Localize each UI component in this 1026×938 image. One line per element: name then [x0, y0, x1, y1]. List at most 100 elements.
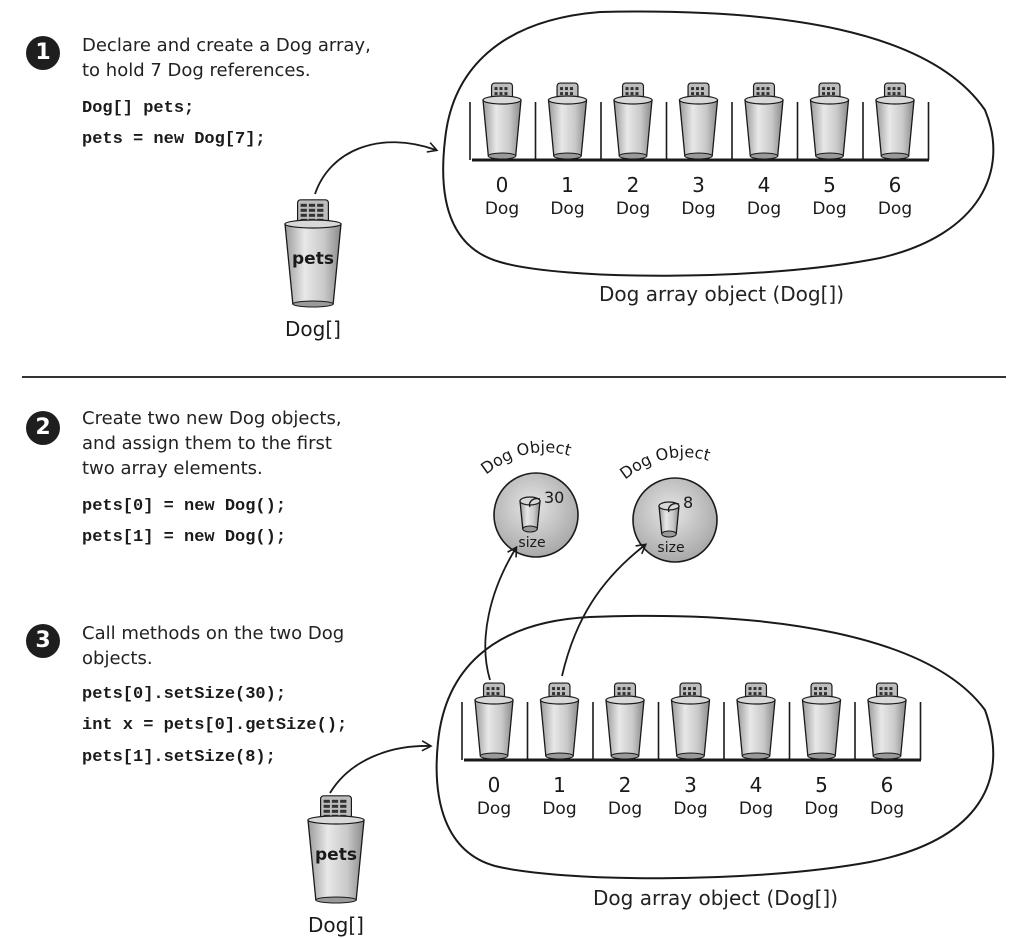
array-element-type-label: Dog [673, 799, 707, 819]
cup-icon [678, 99, 719, 157]
cup-icon [539, 699, 580, 757]
step-1-description-line: to hold 7 Dog references. [82, 60, 311, 81]
cup-icon [744, 99, 784, 157]
size-field-label: size [657, 540, 684, 556]
array-index-label: 3 [684, 773, 697, 797]
dog-object-title: Dog Object [477, 437, 573, 478]
size-field-label: size [518, 535, 545, 551]
array-index-label: 5 [823, 173, 836, 197]
array-element-type-label: Dog [739, 799, 773, 819]
array-element-type-label: Dog [550, 199, 584, 219]
dog-objects: Dog Object 30 size Dog Object 8 size [477, 437, 718, 563]
variable-name-label: pets [315, 845, 357, 865]
step-2-description-line: Create two new Dog objects, [82, 408, 342, 429]
array-element-type-label: Dog [542, 799, 576, 819]
array-element-type-label: Dog [681, 199, 715, 219]
step-3-code-line: int x = pets[0].getSize(); [82, 716, 348, 735]
array-element-type-label: Dog [812, 199, 846, 219]
array-element-type-label: Dog [870, 799, 904, 819]
variable-name-label: pets [292, 249, 334, 269]
step-2-code-line: pets[1] = new Dog(); [82, 528, 287, 547]
array-index-label: 4 [750, 773, 763, 797]
cup-icon [809, 99, 850, 157]
array-index-label: 6 [889, 173, 902, 197]
step-2-description-line: two array elements. [82, 458, 263, 479]
array-index-label: 0 [496, 173, 509, 197]
dog-object-0: Dog Object 30 size [477, 437, 579, 558]
cup-icon [613, 99, 653, 157]
step-3-code-line: pets[0].setSize(30); [82, 685, 287, 704]
cup-icon [605, 699, 645, 757]
size-value-label: 8 [683, 493, 693, 512]
cup-icon [736, 699, 776, 757]
dog-object-1: Dog Object 8 size [616, 442, 718, 563]
array-index-label: 0 [488, 773, 501, 797]
element-1-reference-arrow [561, 543, 648, 677]
element-0-reference-arrow [484, 545, 518, 681]
array-caption-2: Dog array object (Dog[]) [593, 886, 839, 910]
pets-reference-arrow-2 [329, 740, 433, 794]
step-2-description-line: and assign them to the first [82, 433, 332, 454]
step-1-code-line: pets = new Dog[7]; [82, 130, 266, 149]
array-index-label: 2 [619, 773, 632, 797]
cup-icon [867, 699, 907, 757]
step-1-description: Declare and create a Dog array, to hold … [82, 33, 371, 83]
cup-icon [875, 99, 915, 157]
array-index-label: 3 [692, 173, 705, 197]
array-element-type-label: Dog [485, 199, 519, 219]
array-index-label: 1 [553, 773, 566, 797]
array-caption-1: Dog array object (Dog[]) [599, 282, 845, 306]
variable-type-label: Dog[] [285, 317, 341, 341]
assign-arrow-icon [667, 502, 680, 513]
array-index-label: 1 [561, 173, 574, 197]
step-3-description-line: objects. [82, 648, 153, 669]
size-value-label: 30 [544, 488, 564, 507]
section-divider [22, 376, 1006, 378]
array-index-label: 5 [815, 773, 828, 797]
dog-object-title: Dog Object [616, 442, 712, 483]
step-3-badge: 3 [26, 624, 60, 658]
cup-icon [801, 699, 842, 757]
cup-icon [482, 99, 522, 157]
array-element-type-label: Dog [878, 199, 912, 219]
cup-icon [670, 699, 711, 757]
step-1-code-line: Dog[] pets; [82, 99, 195, 118]
step-2-badge: 2 [26, 411, 60, 445]
step-3-description-line: Call methods on the two Dog [82, 623, 345, 644]
array-element-type-label: Dog [616, 199, 650, 219]
assign-arrow-icon [528, 497, 541, 508]
array-index-label: 2 [627, 173, 640, 197]
step-2-code-line: pets[0] = new Dog(); [82, 497, 287, 516]
step-3-code-line: pets[1].setSize(8); [82, 748, 276, 767]
variable-type-label: Dog[] [308, 913, 364, 937]
step-2-description: Create two new Dog objects, and assign t… [82, 406, 342, 481]
step-3-description: Call methods on the two Dog objects. [82, 621, 344, 671]
step-1-description-line: Declare and create a Dog array, [82, 35, 371, 56]
array-element-type-label: Dog [477, 799, 511, 819]
array-element-type-label: Dog [608, 799, 642, 819]
cup-icon [474, 699, 514, 757]
pets-reference-arrow-1 [314, 141, 439, 195]
array-object-outline-2 [435, 614, 995, 880]
array-element-type-label: Dog [804, 799, 838, 819]
step-1-badge: 1 [26, 36, 60, 70]
